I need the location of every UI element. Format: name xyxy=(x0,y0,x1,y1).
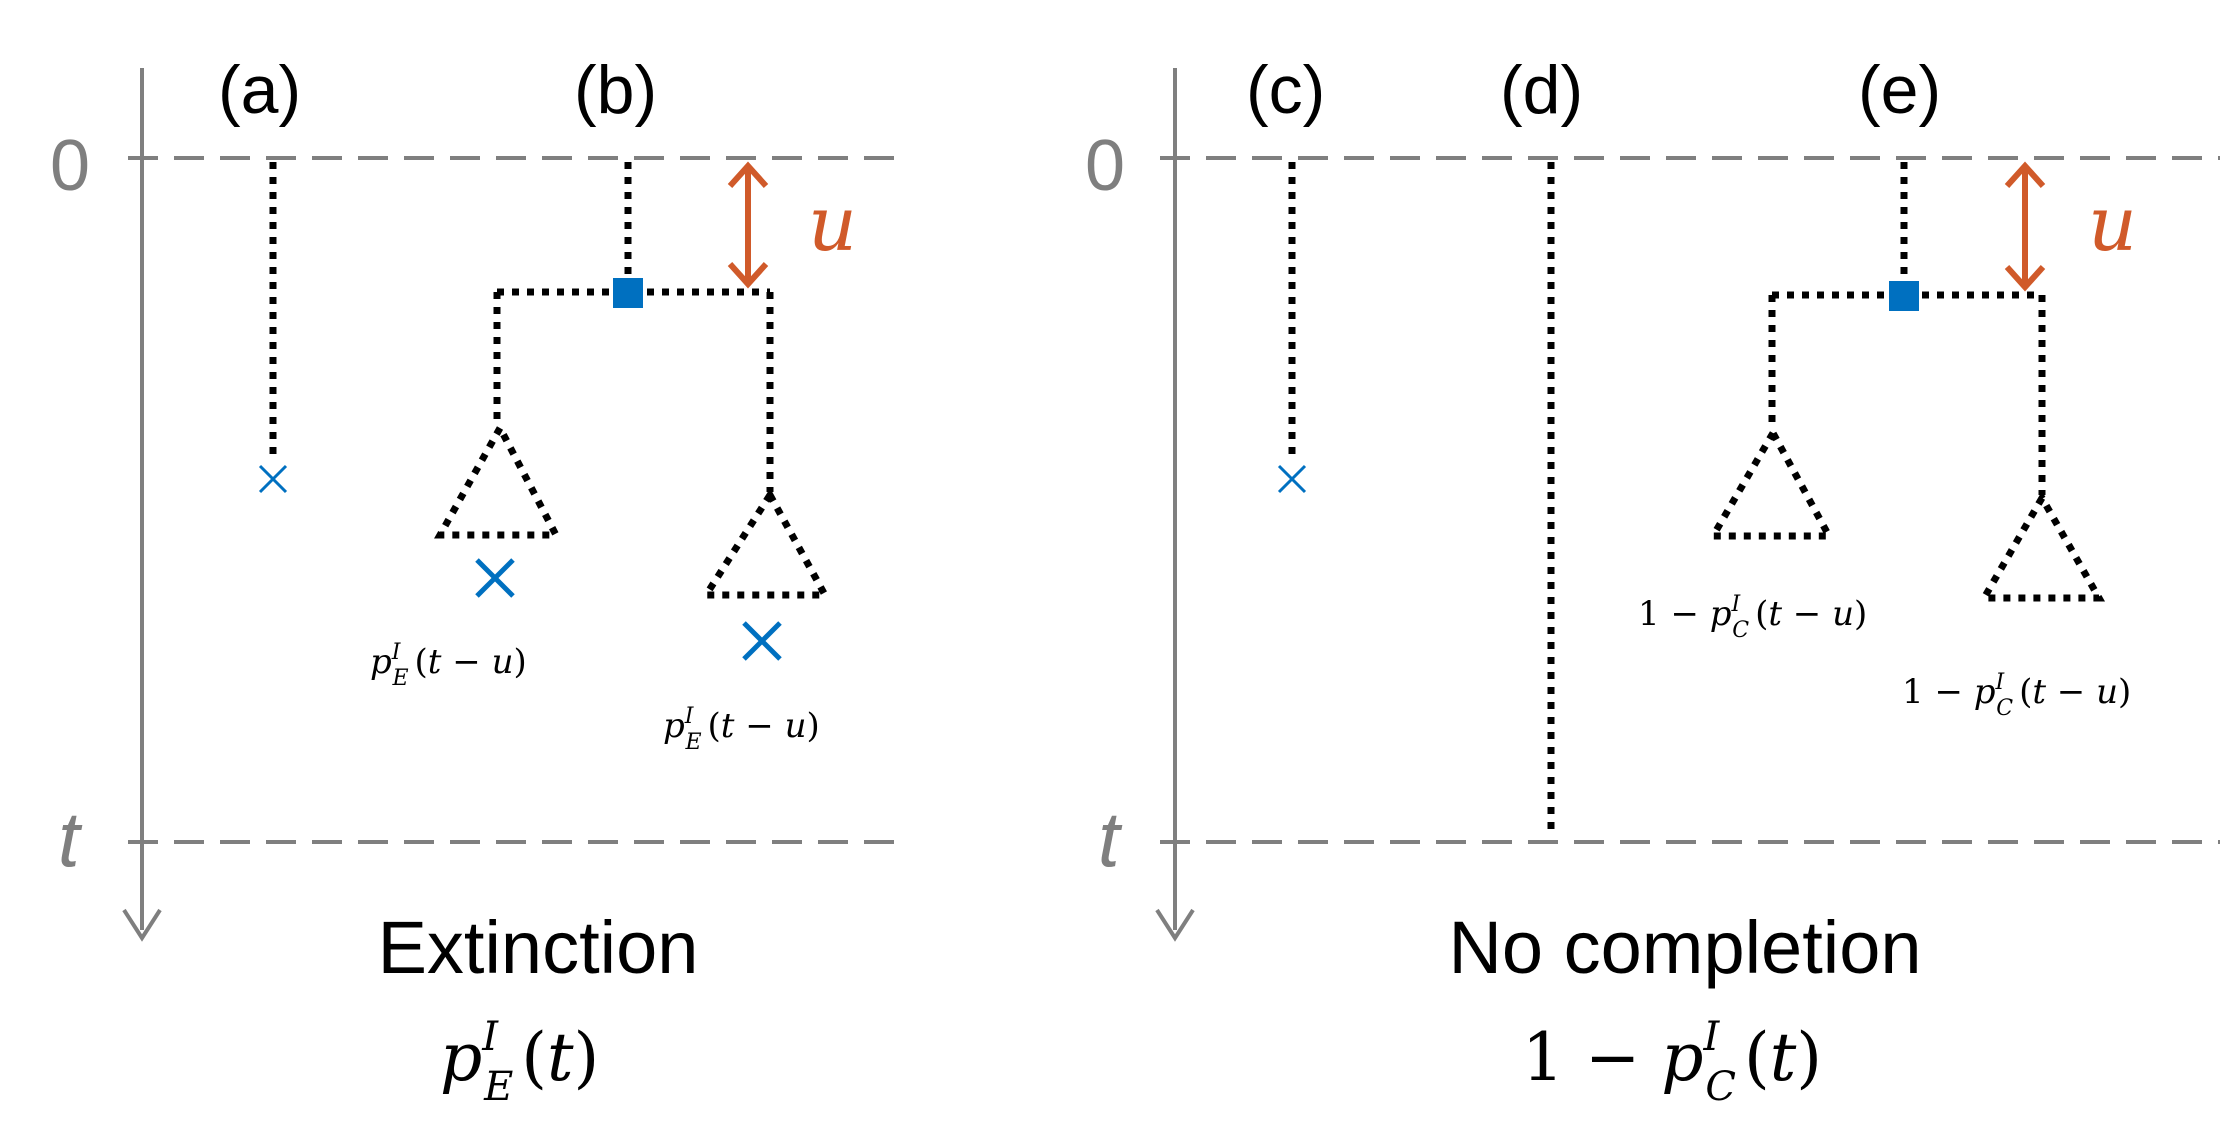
scenario-label-d: (d) xyxy=(1500,52,1583,128)
axis-label-zero-left: 0 xyxy=(50,126,90,206)
extinction-marker-a xyxy=(258,464,288,494)
extinction-marker-b-left xyxy=(475,558,515,598)
axis-label-t-right: t xyxy=(1098,795,1123,883)
caption-title-left: Extinction xyxy=(378,906,699,989)
span-label-u-right: u xyxy=(2088,179,2137,268)
span-arrow-u-right xyxy=(2004,161,2046,292)
span-label-u-left: u xyxy=(808,179,857,268)
span-arrow-u-left xyxy=(727,161,769,289)
time-axis-arrowhead-right xyxy=(1155,908,1195,942)
time-axis-arrowhead-left xyxy=(122,908,162,942)
subtree-b-left xyxy=(434,420,562,539)
scenario-label-b: (b) xyxy=(574,52,657,128)
speciation-marker-e xyxy=(1889,281,1919,311)
scenario-label-a: (a) xyxy=(218,52,301,128)
scenario-label-e: (e) xyxy=(1858,52,1941,128)
axis-label-zero-right: 0 xyxy=(1085,126,1125,206)
panel-extinction: 0 t (a) (b) u xyxy=(50,52,895,1110)
axis-label-t-left: t xyxy=(58,795,83,883)
subtree-e-left xyxy=(1706,425,1835,540)
caption-title-right: No completion xyxy=(1448,906,1921,989)
subtree-b-right xyxy=(699,488,831,599)
extinction-marker-b-right xyxy=(742,621,782,661)
extinction-marker-c xyxy=(1277,464,1307,494)
speciation-marker-b xyxy=(613,278,643,308)
subtree-e-right xyxy=(1977,490,2106,602)
scenario-label-c: (c) xyxy=(1246,52,1325,128)
